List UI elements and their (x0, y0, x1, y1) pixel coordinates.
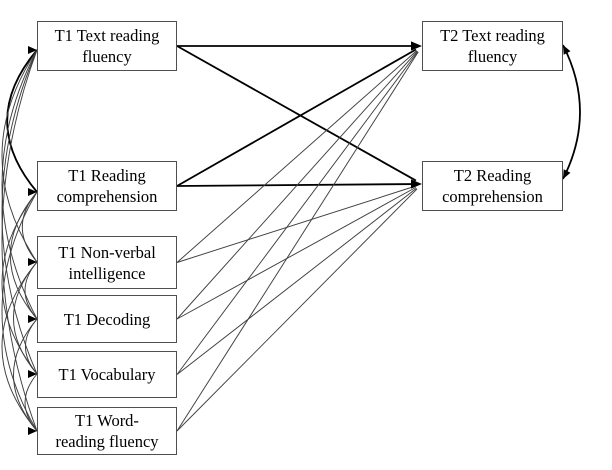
node-t1-text-reading-fluency-label: T1 Text reading fluency (54, 26, 160, 66)
node-t1-decoding-label: T1 Decoding (63, 309, 151, 329)
node-t1-reading-comprehension: T1 Reading comprehension (37, 161, 177, 211)
node-t2-reading-comprehension-label: T2 Reading comprehension (442, 166, 543, 206)
node-t1-vocabulary-label: T1 Vocabulary (58, 365, 156, 384)
node-t2-reading-comprehension: T2 Reading comprehension (422, 161, 563, 211)
node-t1-word-reading-fluency: T1 Word- reading fluency (37, 407, 177, 455)
node-t2-text-reading-fluency: T2 Text reading fluency (422, 21, 563, 71)
node-t2-text-reading-fluency-label: T2 Text reading fluency (440, 26, 545, 66)
node-t1-word-reading-fluency-label: T1 Word- reading fluency (55, 411, 159, 451)
node-t1-vocabulary: T1 Vocabulary (37, 351, 177, 398)
node-t1-non-verbal-intelligence-label: T1 Non-verbal intelligence (58, 242, 156, 283)
node-t1-non-verbal-intelligence: T1 Non-verbal intelligence (37, 236, 177, 289)
node-t1-text-reading-fluency: T1 Text reading fluency (37, 21, 177, 71)
node-t1-decoding: T1 Decoding (37, 295, 177, 343)
node-t1-reading-comprehension-label: T1 Reading comprehension (56, 166, 158, 206)
